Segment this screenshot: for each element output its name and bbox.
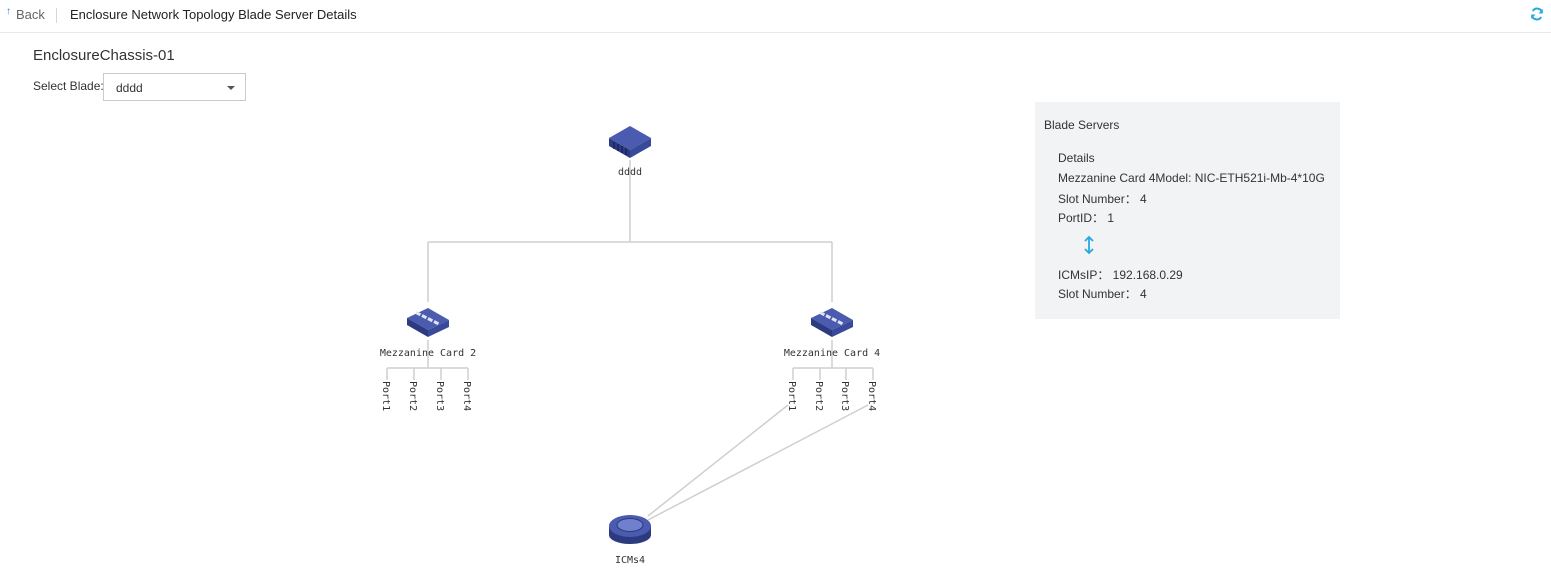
mezzanine-card-node[interactable]: Mezzanine Card 2 xyxy=(380,308,476,359)
header-bar: ↑ Back Enclosure Network Topology Blade … xyxy=(0,0,1551,33)
topology-diagram: dddd Mezzanine Card 2 Port1 Port2 Port3 … xyxy=(380,126,880,566)
page-title: Enclosure Network Topology Blade Server … xyxy=(70,7,357,22)
port-label: Port3 xyxy=(839,381,850,411)
port-label: Port4 xyxy=(461,381,472,411)
blade-server-node[interactable]: dddd xyxy=(609,126,651,178)
card-model: Mezzanine Card 4Model: NIC-ETH521i-Mb-4*… xyxy=(1058,171,1325,185)
chevron-down-icon xyxy=(227,86,235,90)
icms-ip: ICMsIP： 192.168.0.29 xyxy=(1058,268,1183,282)
port-label: Port1 xyxy=(786,381,797,411)
icm-switch-icon xyxy=(609,515,651,544)
select-blade-label: Select Blade: xyxy=(33,79,104,93)
icm-node-label: ICMs4 xyxy=(615,555,645,566)
port-id: PortID： 1 xyxy=(1058,211,1115,225)
mezzanine-card-icon xyxy=(811,308,853,337)
details-heading: Details xyxy=(1058,151,1095,165)
chassis-title: EnclosureChassis-01 xyxy=(33,47,175,64)
panel-title: Blade Servers xyxy=(1044,118,1120,132)
back-label: Back xyxy=(16,7,45,22)
mezzanine-card-node[interactable]: Mezzanine Card 4 xyxy=(784,308,880,359)
port-label: Port4 xyxy=(866,381,877,411)
select-blade-value: dddd xyxy=(116,81,143,95)
port-label: Port3 xyxy=(434,381,445,411)
port-label: Port1 xyxy=(380,381,391,411)
mezzanine-card-icon xyxy=(407,308,449,337)
blade-details-panel: Blade Servers Details Mezzanine Card 4Mo… xyxy=(1035,102,1340,319)
slot-number: Slot Number： 4 xyxy=(1058,192,1147,206)
header-divider xyxy=(56,8,57,23)
back-arrow-icon: ↑ xyxy=(6,6,11,17)
refresh-icon[interactable] xyxy=(1529,6,1545,22)
port-label: Port2 xyxy=(813,381,824,411)
icm-slot-number: Slot Number： 4 xyxy=(1058,287,1147,301)
topology-connectors xyxy=(386,160,874,521)
select-blade-dropdown[interactable]: dddd xyxy=(103,73,246,101)
back-button[interactable]: ↑ Back xyxy=(6,6,45,22)
port-label: Port2 xyxy=(407,381,418,411)
blade-server-icon xyxy=(609,126,651,158)
icm-node[interactable]: ICMs4 xyxy=(609,515,651,566)
bidirectional-arrow-icon xyxy=(1084,235,1094,255)
mezzanine-card-label: Mezzanine Card 2 xyxy=(380,348,476,359)
blade-node-label: dddd xyxy=(618,167,642,178)
mezzanine-card-label: Mezzanine Card 4 xyxy=(784,348,880,359)
